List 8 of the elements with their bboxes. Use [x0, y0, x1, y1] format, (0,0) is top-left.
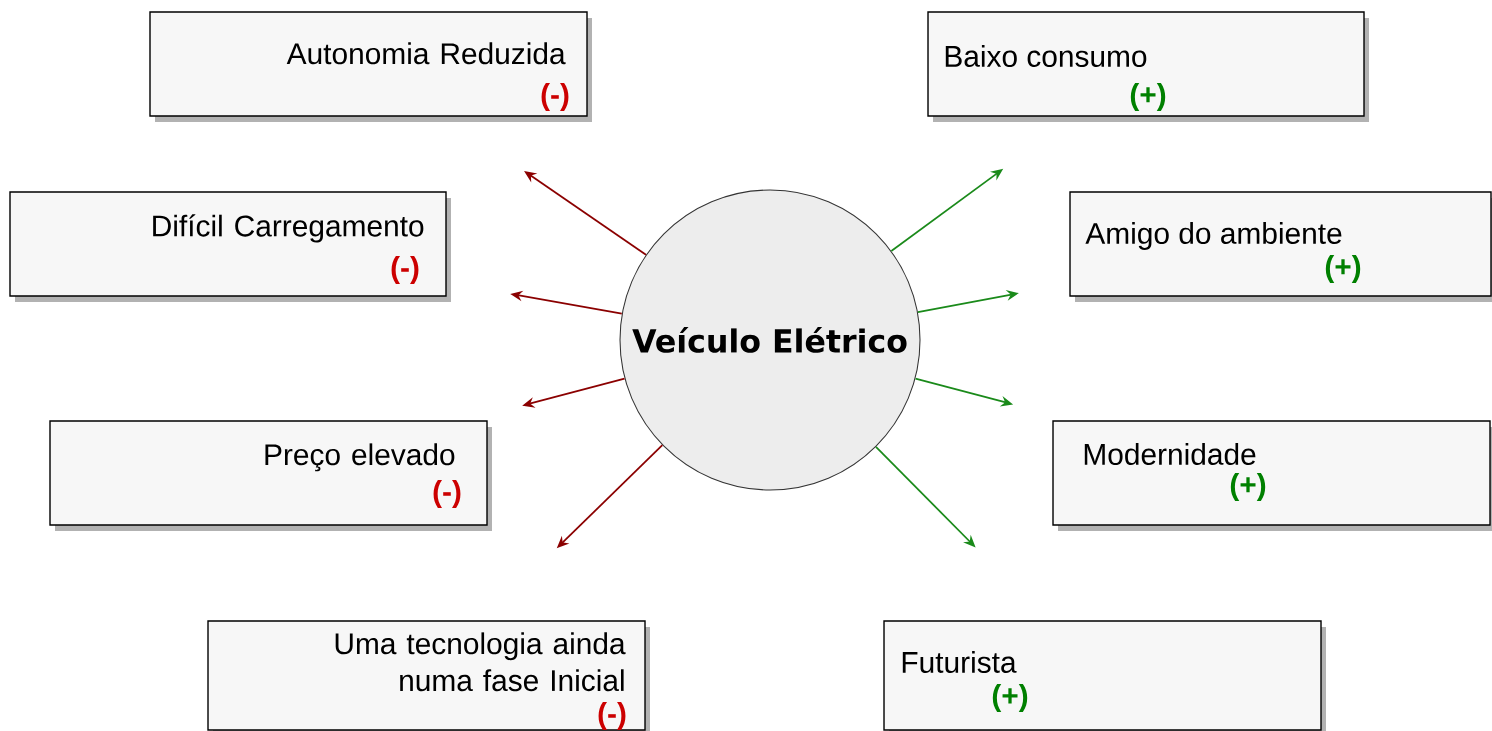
- text-box: Amigo do ambiente (+): [1069, 191, 1492, 302]
- text-box: Uma tecnologia ainda numa fase Inicial (-): [207, 620, 650, 731]
- text-box: Baixo consumo (+): [927, 11, 1369, 122]
- text-box: Autonomia Reduzida (-): [149, 11, 592, 122]
- text-box: Futurista (+): [883, 620, 1326, 731]
- text-box: Modernidade (+): [1052, 420, 1492, 531]
- text-box: Preço elevado (-): [49, 420, 492, 531]
- text-box: Difícil Carregamento (-): [9, 191, 451, 302]
